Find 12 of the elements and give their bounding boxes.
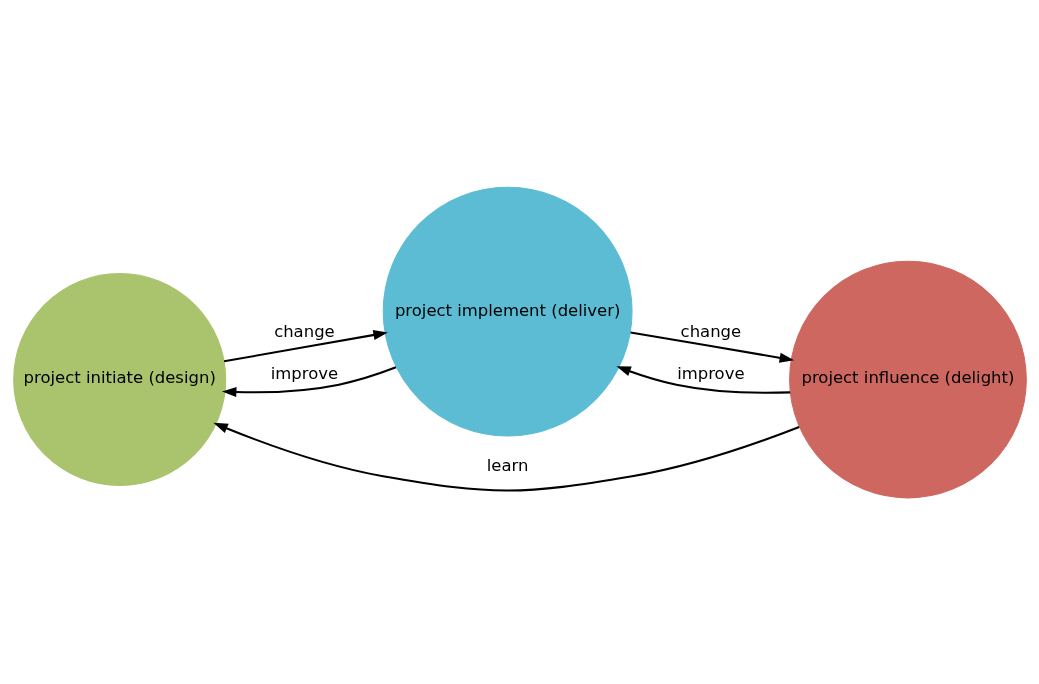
edge-label: improve xyxy=(676,363,745,383)
edge-label: improve xyxy=(270,363,338,383)
arrow xyxy=(615,365,790,394)
edge-label: change xyxy=(273,321,335,341)
arrow xyxy=(212,422,800,492)
arrow xyxy=(223,329,388,362)
node-circle: project initiate (design) xyxy=(12,272,226,486)
node-circle: project influence (delight) xyxy=(788,260,1027,498)
edge-label: change xyxy=(680,321,741,341)
edge-label: learn xyxy=(486,455,528,475)
arrow xyxy=(221,365,396,397)
arrow xyxy=(629,330,794,363)
